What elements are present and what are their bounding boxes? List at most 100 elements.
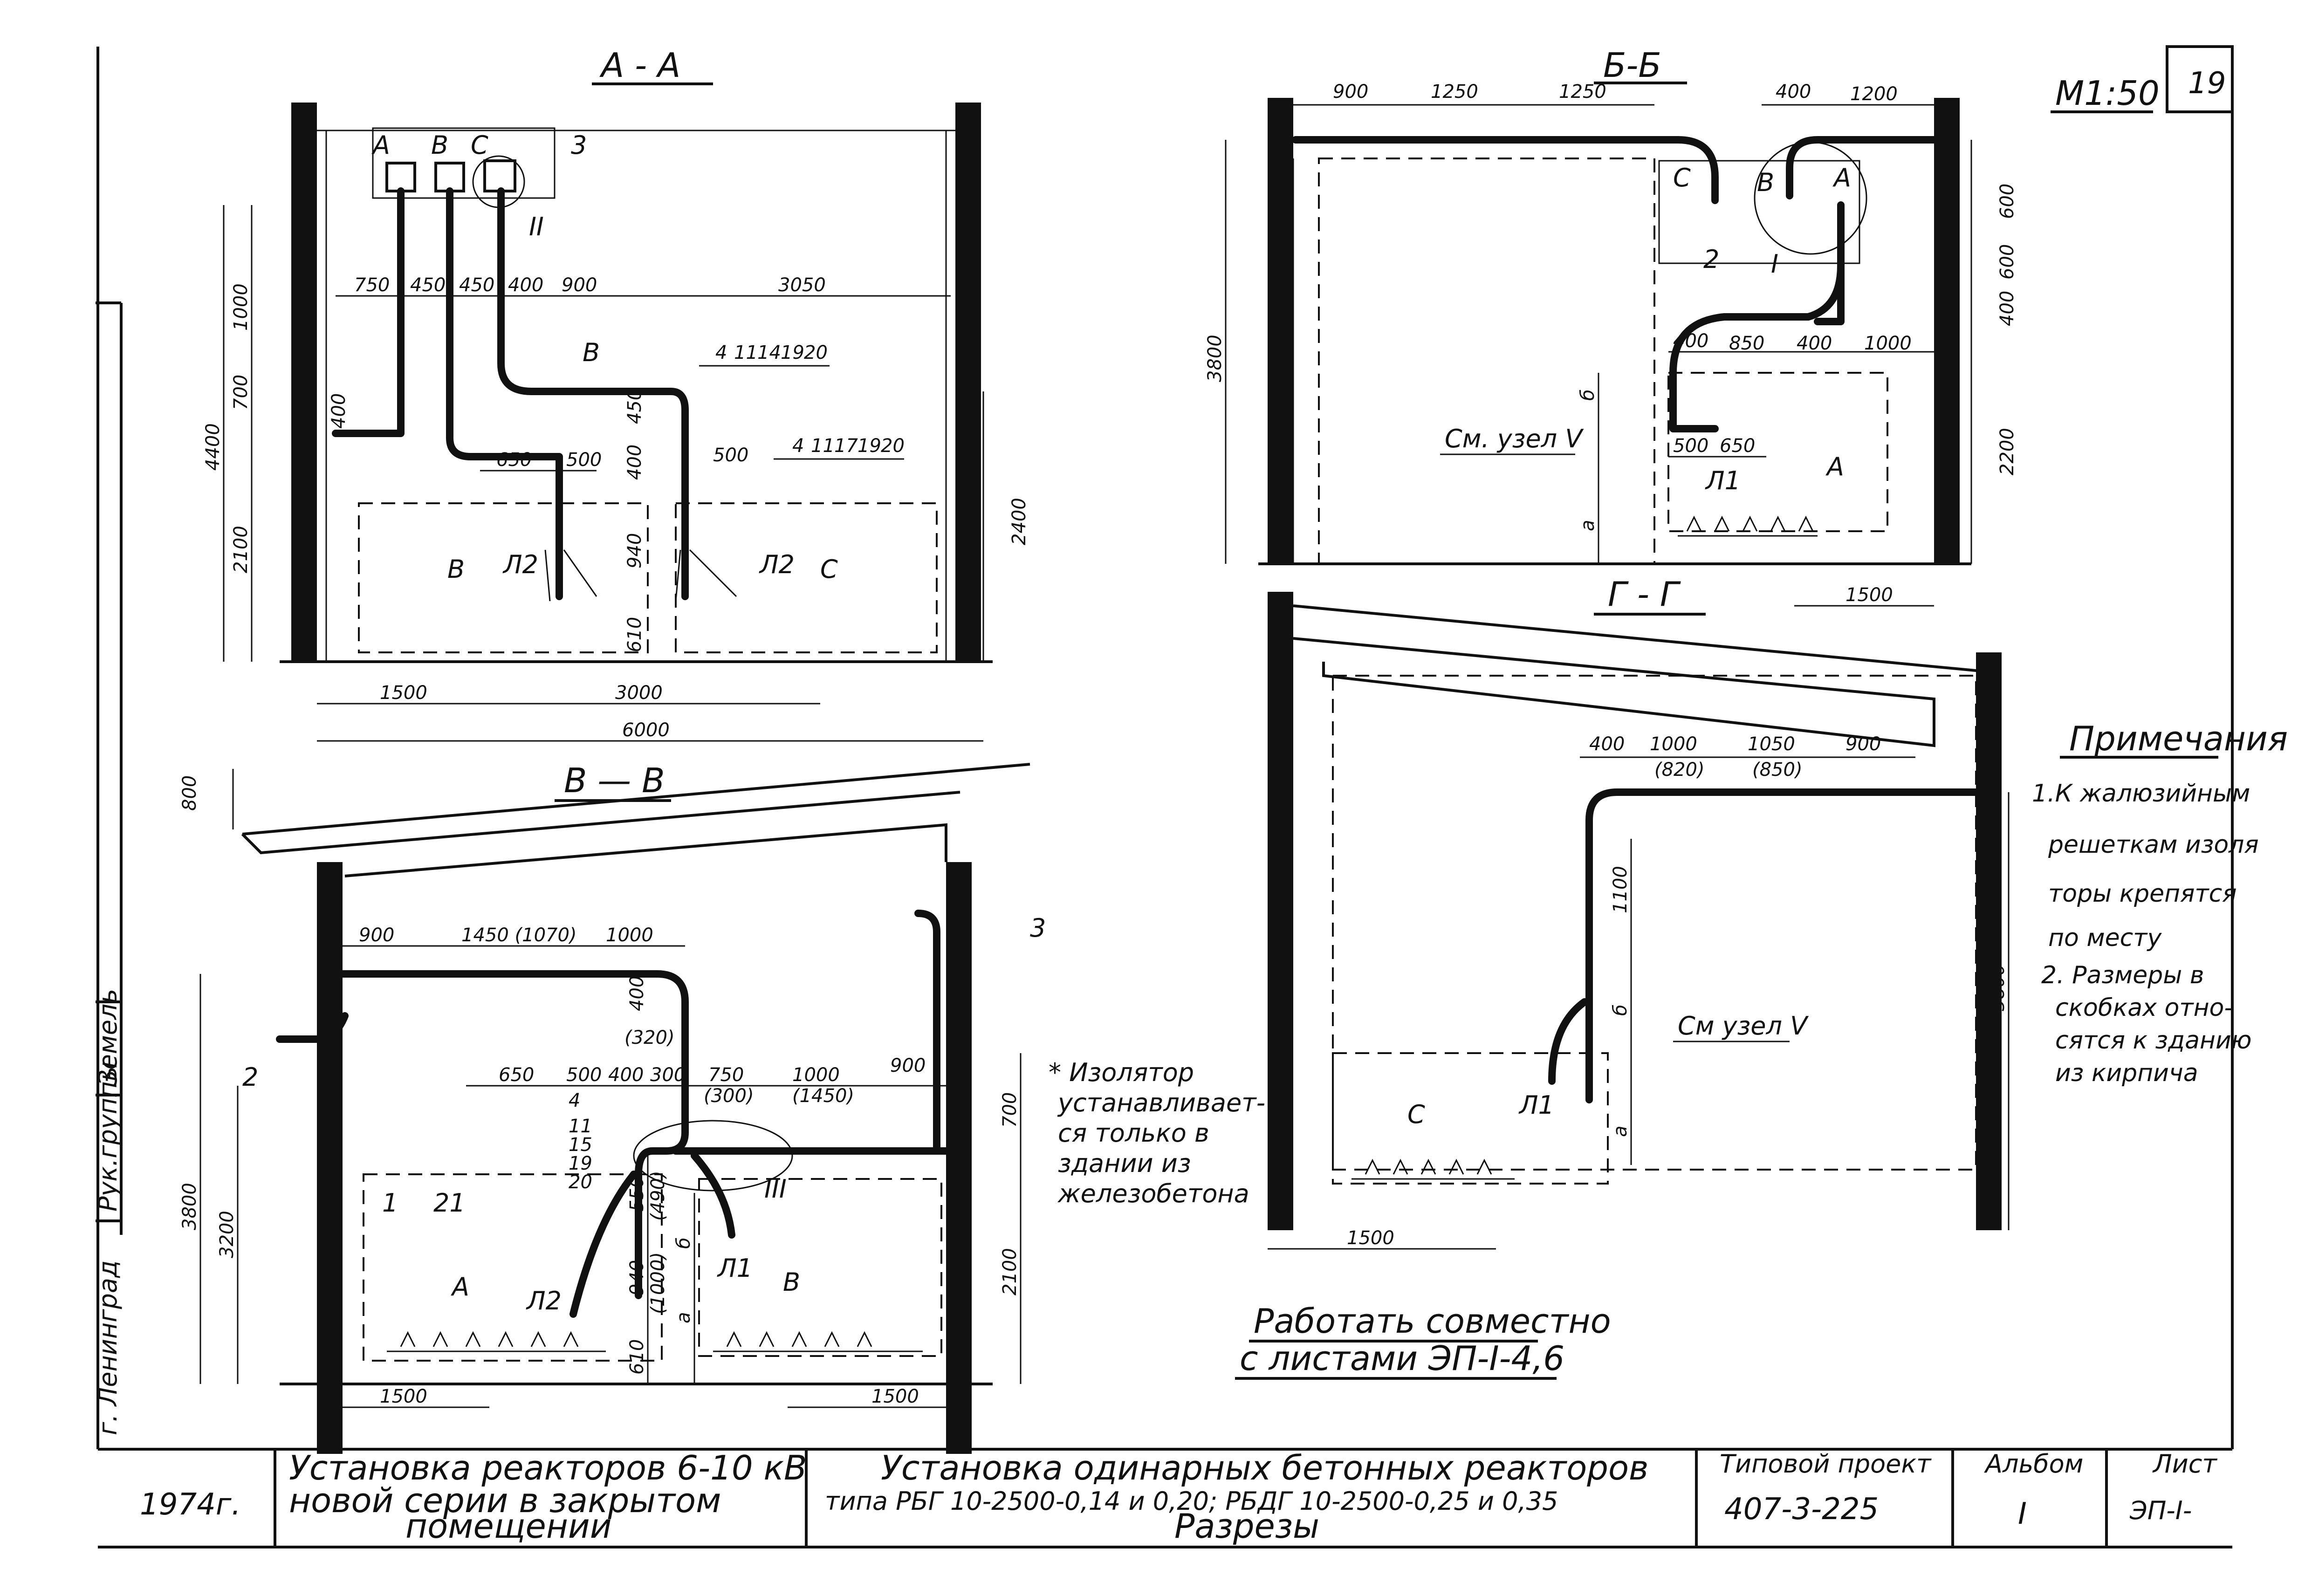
gg-dim-400: 400 <box>1589 733 1625 755</box>
aa-phase-c: С <box>471 130 488 160</box>
vv-dim-550: 550 <box>626 1176 648 1212</box>
vv-dim-400b: 400 <box>608 1064 644 1086</box>
vv-tag-19: 19 <box>569 1153 592 1174</box>
gg-dim-a: а <box>1610 1125 1631 1137</box>
gg-l1: Л1 <box>1518 1090 1554 1120</box>
section-vv: В — В 2 3 1 21 III 900 1450 (1070) 1000 … <box>179 761 1265 1454</box>
vv-reactor-a-outline <box>363 1173 663 1362</box>
work-together-line2: с листами ЭП-I-4,6 <box>1240 1339 1564 1378</box>
gg-dim-1100: 1100 <box>1610 866 1631 913</box>
aa-dim-900: 900 <box>562 274 597 296</box>
vv-dim-320: (320) <box>624 1027 675 1048</box>
title-typical-value: 407-3-225 <box>1724 1492 1879 1527</box>
vv-dim-900b: 900 <box>890 1055 926 1076</box>
vv-note-line2: устанавливает- <box>1057 1088 1265 1117</box>
aa-dim-450b: 450 <box>459 274 494 296</box>
bb-dim-1200: 1200 <box>1850 83 1898 105</box>
vv-dim-300b: (300) <box>704 1085 754 1107</box>
bb-dim-1250b: 1250 <box>1559 81 1606 103</box>
vv-bus-1 <box>322 970 689 1299</box>
title-sheet-line2: типа РБГ 10-2500-0,14 и 0,20; РБДГ 10-25… <box>825 1486 1558 1516</box>
side-stamp-city: г. Ленинград <box>93 1260 123 1435</box>
vv-dim-300: 300 <box>650 1064 686 1086</box>
section-bb-title: Б-Б <box>1603 46 1661 85</box>
vv-reactor-a: А <box>451 1272 469 1301</box>
aa-l2-left: Л2 <box>502 550 538 579</box>
aa-dim-4400: 4400 <box>202 423 224 471</box>
notes-block: Примечания 1.К жалюзийным решеткам изоля… <box>2032 719 2288 1087</box>
bb-node-i: I <box>1771 249 1778 279</box>
aa-dim-1500: 1500 <box>380 682 427 704</box>
aa-tag2-4: 4 <box>792 435 804 457</box>
notes-line-8: из кирпича <box>2055 1059 2198 1087</box>
title-project-line2: новой серии в закрытом <box>289 1481 721 1520</box>
bb-bus-c <box>1292 136 1719 204</box>
aa-tag1-19: 19 <box>781 342 804 363</box>
aa-dim-750: 750 <box>354 274 390 296</box>
title-album-label: Альбом <box>1984 1449 2083 1479</box>
vv-node-iii: III <box>764 1174 787 1204</box>
vv-dim-1000: 1000 <box>606 925 653 946</box>
aa-tag1-14: 14 <box>757 342 781 363</box>
gg-reactor-c: С <box>1407 1100 1425 1129</box>
section-aa: А - А А В С 3 II В 750 450 <box>202 46 1030 742</box>
gg-node-ref: См узел V <box>1678 1011 1809 1041</box>
vv-note-line3: ся только в <box>1058 1118 1209 1148</box>
corner-number: 19 <box>2188 66 2226 101</box>
gg-dim-b: б <box>1610 1004 1631 1016</box>
aa-dim-450v: 450 <box>624 389 645 424</box>
bb-dim-850: 850 <box>1729 333 1764 354</box>
bb-phase-b: В <box>1757 168 1774 197</box>
aa-tag1-11: 11 <box>734 342 758 363</box>
vv-dim-b: б <box>673 1237 694 1249</box>
work-together-line1: Работать совместно <box>1254 1301 1611 1341</box>
gg-dim-900: 900 <box>1845 733 1881 755</box>
vv-dim-490: (490) <box>647 1171 669 1221</box>
vv-tag-20: 20 <box>569 1171 592 1193</box>
notes-line-5: 2. Размеры в <box>2041 961 2204 989</box>
aa-l2-right: Л2 <box>759 550 795 579</box>
aa-tag2-19: 19 <box>858 435 881 457</box>
vv-reactor-b-outline <box>698 1178 942 1357</box>
aa-dim-610: 610 <box>624 617 645 652</box>
vv-dim-1000v: (1000) <box>647 1252 669 1314</box>
vv-dim-1500a: 1500 <box>380 1386 427 1407</box>
title-sheet-line3: Разрезы <box>1174 1507 1319 1546</box>
vv-dim-a: а <box>673 1312 694 1323</box>
aa-dim-2100: 2100 <box>230 526 252 573</box>
bb-dim-b: б <box>1577 389 1599 401</box>
vv-pos-1: 1 <box>382 1188 398 1218</box>
title-year: 1974г. <box>140 1487 241 1522</box>
aa-dim-3000: 3000 <box>615 682 663 704</box>
section-gg-title: Г - Г <box>1608 575 1681 614</box>
aa-phase-a: А <box>371 130 390 160</box>
notes-line-7: сятся к зданию <box>2055 1027 2252 1055</box>
vv-note-line4: здании из <box>1058 1149 1191 1178</box>
bb-dim-600a: 600 <box>1996 184 2018 219</box>
vv-dim-2100: 2100 <box>999 1248 1021 1295</box>
title-project-line3: помещении <box>405 1507 612 1546</box>
vv-dim-650: 650 <box>499 1064 534 1086</box>
bb-node-ref: См. узел V <box>1445 424 1584 453</box>
aa-dim-700: 700 <box>230 375 252 410</box>
notes-line-4: по месту <box>2048 924 2162 952</box>
bb-dim-500: 500 <box>1673 435 1708 457</box>
bb-phase-c: С <box>1673 163 1691 192</box>
vv-dim-700: 700 <box>999 1092 1021 1128</box>
aa-tag1-20: 20 <box>804 342 828 363</box>
vv-dim-500: 500 <box>566 1064 602 1086</box>
aa-tag2-20: 20 <box>881 435 905 457</box>
aa-dim-2400: 2400 <box>1008 498 1030 545</box>
bb-dim-a: а <box>1577 520 1599 531</box>
section-gg: Г - Г 400 1000 1050 900 (820) (850) 1100… <box>1268 575 2010 1250</box>
bb-dim-1500: 1500 <box>1845 584 1893 606</box>
vv-pos-2: 2 <box>242 1062 258 1092</box>
aa-tag2-17: 17 <box>834 435 858 457</box>
title-block: 1974г. Установка реакторов 6-10 кВ новой… <box>140 1448 2217 1547</box>
bb-dim-900: 900 <box>1333 81 1368 103</box>
vv-dim-940: 940 <box>626 1260 648 1295</box>
corner-number-box <box>2166 45 2234 113</box>
aa-reactor-b: В <box>447 555 465 584</box>
reactor-b-outline <box>358 502 649 653</box>
scale-label: М1:50 <box>2055 74 2160 113</box>
